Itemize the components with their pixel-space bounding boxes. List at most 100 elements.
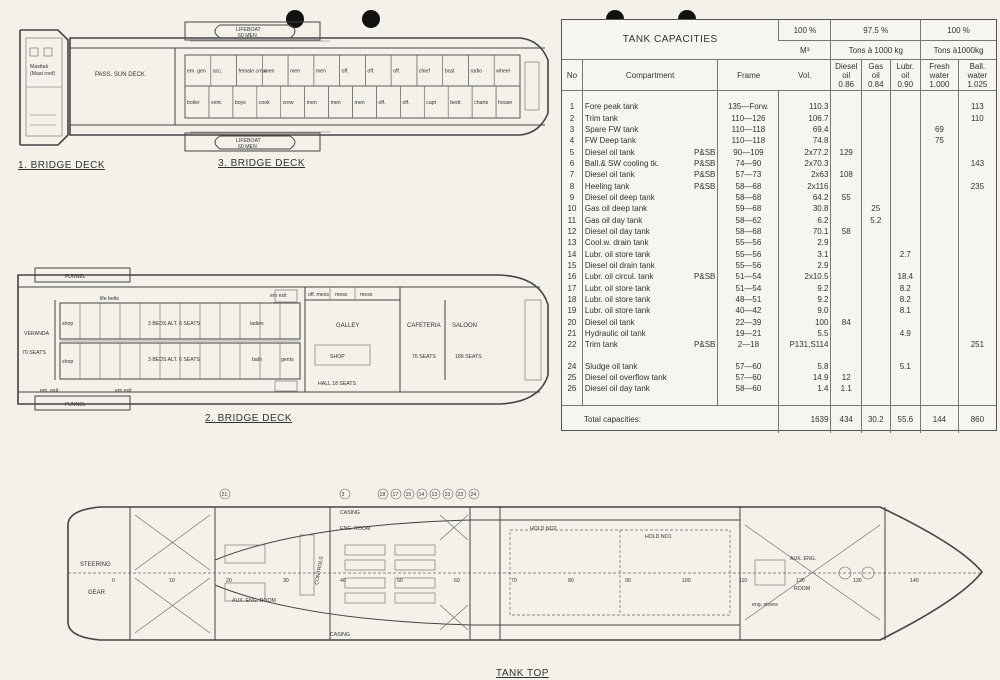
room-label: men xyxy=(316,69,326,75)
cell-lubr xyxy=(889,383,921,395)
shop-mid-label: SHOP xyxy=(330,354,345,360)
cell-frame: 58—68 xyxy=(717,225,779,238)
cell-no: 13 xyxy=(567,238,577,248)
callout-number: 23 xyxy=(458,492,464,498)
cell-no: 6 xyxy=(569,158,575,168)
frame-mark: 140 xyxy=(910,578,919,584)
room-label: radio xyxy=(470,69,482,75)
cell-comp: Sludge oil tank xyxy=(581,360,718,372)
callout-circle xyxy=(442,488,454,500)
cell-vol: 5.8 xyxy=(778,360,831,372)
eng-stores-label: eng. stores xyxy=(752,602,778,608)
cell-diesel xyxy=(830,203,862,215)
cell-lubr: 8.2 xyxy=(889,282,921,294)
callout-circle xyxy=(468,488,480,500)
total-diesel: 434 xyxy=(830,404,862,434)
cell-diesel xyxy=(830,248,862,260)
cell-diesel: 84 xyxy=(830,316,862,328)
cell-comp: Diesel oil overflow tank xyxy=(581,371,718,384)
cell-frame: 110—126 xyxy=(717,112,779,124)
cell-diesel xyxy=(830,360,862,372)
cell-diesel xyxy=(830,157,862,170)
frame-mark: 20 xyxy=(226,578,232,584)
cell-diesel xyxy=(830,293,862,306)
cell-ball xyxy=(957,383,996,395)
room-label: boys xyxy=(235,100,246,106)
cell-lubr xyxy=(889,225,921,238)
cell-frame: 48—51 xyxy=(717,293,779,306)
cell-ball xyxy=(957,316,996,328)
cell-no: 20 xyxy=(567,317,577,327)
cell-diesel xyxy=(830,271,862,283)
cell-frame: 57—60 xyxy=(717,360,779,372)
cell-ball xyxy=(957,146,996,158)
cell-lubr: 2.7 xyxy=(889,248,921,260)
cell-comp: Gas oil day tank xyxy=(581,214,718,226)
room-label: chief xyxy=(419,69,431,75)
cell-gas xyxy=(861,371,891,384)
cell-lubr xyxy=(889,112,921,124)
frame-mark: 10 xyxy=(169,578,175,584)
cell-lubr xyxy=(889,339,921,351)
cell-ball xyxy=(957,237,996,249)
totals-row: Total capacities: 1639 434 30.2 55.6 144… xyxy=(562,404,996,434)
cell-vol: 110.3 xyxy=(778,101,831,113)
deck1-label-line1: Masttak xyxy=(30,64,49,70)
cell-fresh xyxy=(920,180,959,192)
hall-label: HALL 18 SEATS xyxy=(318,381,357,387)
cell-diesel xyxy=(830,282,862,294)
cell-vol: 2x63 xyxy=(778,169,831,181)
cell-fresh xyxy=(920,316,959,328)
cell-gas xyxy=(861,135,891,147)
shop-top-label: shop xyxy=(62,321,73,327)
cell-fresh xyxy=(920,383,959,395)
cell-ball: 235 xyxy=(957,180,996,192)
room-label: off. xyxy=(367,69,374,75)
cell-diesel xyxy=(830,327,862,340)
total-fresh: 144 xyxy=(920,404,959,434)
cell-ball: 110 xyxy=(957,112,996,124)
cell-diesel xyxy=(830,112,862,124)
cell-fresh xyxy=(920,237,959,249)
cell-frame: 110—118 xyxy=(717,123,779,136)
cell-comp: Spare FW tank xyxy=(581,123,718,136)
cell-fresh xyxy=(920,214,959,226)
em-exit-bottom-label-2: em exit xyxy=(115,388,132,394)
cell-vol: 69.4 xyxy=(778,123,831,136)
cell-diesel xyxy=(830,237,862,249)
cell-no: 15 xyxy=(567,260,577,270)
cell-no: 16 xyxy=(567,272,577,282)
cell-ball xyxy=(957,248,996,260)
cell-vol: 2.9 xyxy=(778,237,831,249)
frame-mark: 110 xyxy=(739,578,747,584)
steering-label: STEERING xyxy=(80,562,111,568)
header-number: No xyxy=(562,59,583,91)
cell-comp: Diesel oil day tank xyxy=(581,383,718,395)
saloon-seats-label: 189 SEATS xyxy=(455,354,482,360)
cell-no: 1 xyxy=(569,102,575,112)
cell-lubr xyxy=(889,237,921,249)
caption-bridge-deck-2: 2. BRIDGE DECK xyxy=(205,413,292,424)
caption-bridge-deck-3: 3. BRIDGE DECK xyxy=(218,158,305,169)
cell-ball xyxy=(957,360,996,372)
cell-gas xyxy=(861,237,891,249)
cell-lubr xyxy=(889,259,921,272)
callout-number: 18 xyxy=(380,492,386,498)
cell-no: 17 xyxy=(567,283,577,293)
room-label: men xyxy=(355,100,365,106)
cell-diesel xyxy=(830,339,862,351)
cell-comp: Lubr. oil store tank xyxy=(581,248,718,260)
frame-mark: 0 xyxy=(112,578,115,584)
mess-label-1: mess xyxy=(335,292,348,298)
